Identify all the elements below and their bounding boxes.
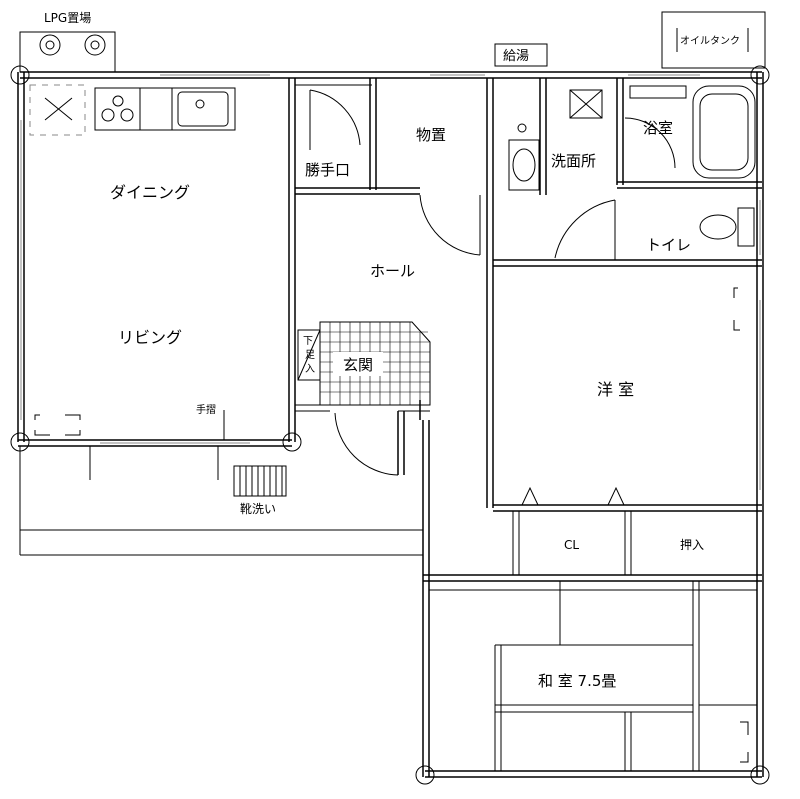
bracket-marks bbox=[34, 287, 749, 763]
katteguchi-door bbox=[309, 89, 361, 150]
room-label-storage: 物置 bbox=[416, 126, 446, 144]
room-label-washroom: 洗面所 bbox=[551, 152, 596, 170]
washroom-fixtures bbox=[508, 89, 603, 191]
room-label-living: リビング bbox=[118, 328, 182, 347]
shoe-cabinet-char-3: 入 bbox=[305, 364, 315, 375]
lpg-area: LPG置場 bbox=[19, 11, 116, 73]
room-label-closet: CL bbox=[564, 538, 579, 552]
room-label-washitsu: 和 室 7.5畳 bbox=[538, 672, 616, 690]
windows bbox=[20, 74, 761, 490]
interior-walls bbox=[288, 78, 762, 582]
genkan-tiles bbox=[297, 321, 431, 476]
room-label-oshiire: 押入 bbox=[680, 538, 704, 552]
tatami-mats bbox=[429, 581, 757, 771]
room-label-western: 洋 室 bbox=[597, 380, 634, 399]
boot-wash-label: 靴洗い bbox=[240, 502, 276, 516]
toilet-fixture bbox=[554, 199, 755, 260]
water-heater-label: 給湯 bbox=[503, 49, 529, 64]
room-label-genkan: 玄関 bbox=[343, 356, 373, 374]
room-label-toilet: トイレ bbox=[646, 236, 691, 254]
room-label-dining: ダイニング bbox=[110, 183, 190, 202]
closet-doors bbox=[521, 486, 625, 506]
kitchen-counter bbox=[29, 84, 236, 136]
exterior-walls bbox=[17, 71, 764, 778]
room-label-bath: 浴室 bbox=[643, 119, 673, 137]
terrace bbox=[19, 446, 423, 556]
storage-door bbox=[419, 194, 481, 256]
lpg-label: LPG置場 bbox=[44, 11, 91, 25]
structural-columns bbox=[10, 65, 770, 785]
oil-tank: オイルタンク bbox=[661, 11, 766, 69]
handrail-label: 手摺 bbox=[196, 403, 216, 416]
water-heater: 給湯 bbox=[494, 43, 548, 67]
room-labels: ダイニング リビング 勝手口 物置 ホール 洗面所 浴室 トイレ 玄関 下 足 … bbox=[110, 119, 704, 690]
room-label-katteguchi: 勝手口 bbox=[305, 161, 350, 179]
shoe-cabinet-char-1: 下 bbox=[303, 336, 313, 347]
room-label-hall: ホール bbox=[370, 262, 415, 280]
bathtub bbox=[624, 85, 756, 179]
boot-wash bbox=[89, 410, 287, 497]
shoe-cabinet-char-2: 足 bbox=[305, 349, 315, 361]
oil-tank-label: オイルタンク bbox=[680, 35, 740, 47]
